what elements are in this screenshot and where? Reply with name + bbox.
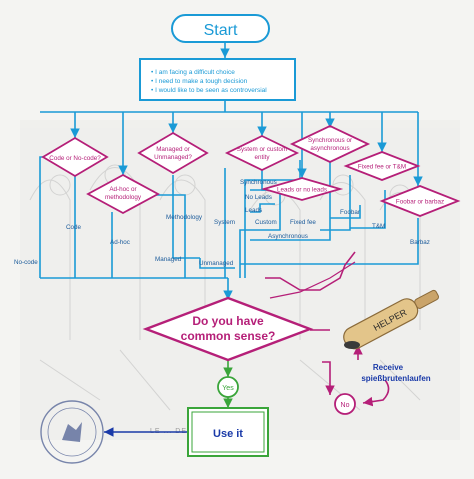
decision-sync-async[interactable]: Synchronous or asynchronous [289, 125, 371, 163]
common-sense-label-2: common sense? [181, 329, 276, 343]
option-tm: T&M [372, 223, 385, 230]
decision-managed-unmanaged[interactable]: Managed or Unmanaged? [137, 131, 209, 175]
use-it-node[interactable]: Use it [187, 407, 269, 457]
decision-fixed-fee-label: Fixed fee or T&M [358, 164, 406, 171]
intro-bullet-3: • I would like to be seen as controversi… [151, 87, 267, 94]
decision-adhoc-label-2: methodology [105, 194, 142, 201]
use-it-label: Use it [213, 428, 243, 440]
decision-adhoc-methodology[interactable]: Ad-hoc or methodology [86, 173, 160, 215]
option-leads: Leads [245, 207, 262, 214]
option-system: System [214, 219, 235, 226]
option-methodology: Methodology [166, 214, 203, 221]
option-no-code: No-code [14, 259, 38, 266]
option-code: Code [66, 224, 82, 231]
decision-sync-label-2: asynchronous [310, 145, 349, 152]
option-foobar: Foobar [340, 209, 360, 216]
no-label: No [341, 402, 350, 409]
decision-sync-label-1: Synchronous or [308, 137, 352, 144]
decision-code-or-nocode[interactable]: Code or No-code? [41, 136, 109, 178]
intro-bullet-2: • I need to make a tough decision [151, 78, 248, 85]
option-barbaz: Barbaz [410, 239, 430, 246]
decision-leads-label: Leads or no leads [277, 187, 327, 194]
option-labels: No-code Code Ad-hoc Methodology Managed … [14, 179, 430, 267]
option-ad-hoc: Ad-hoc [110, 239, 130, 246]
decision-system-custom[interactable]: System or custom entity [224, 134, 300, 172]
decision-system-label-1: System or custom [237, 146, 287, 153]
no-node[interactable]: No [334, 393, 356, 415]
decision-foobar-label: Foobar or barbaz [396, 199, 444, 206]
option-synchronous: Synchronous [240, 179, 277, 186]
option-asynchronous: Asynchronous [268, 233, 308, 240]
option-unmanaged: Unmanaged [199, 260, 234, 267]
common-sense-label-1: Do you have [192, 314, 264, 328]
receive-label-1: Receive [373, 363, 404, 372]
intro-box: • I am facing a difficult choice • I nee… [139, 58, 296, 101]
decision-managed-label-2: Unmanaged? [154, 154, 192, 161]
start-node[interactable]: Start [171, 14, 270, 43]
intro-bullet-1: • I am facing a difficult choice [151, 69, 235, 76]
decision-system-label-2: entity [254, 154, 270, 161]
decision-managed-label-1: Managed or [156, 146, 190, 153]
decision-adhoc-label-1: Ad-hoc or [109, 186, 136, 193]
tipsters-stamp-icon [40, 400, 104, 464]
option-custom: Custom [255, 219, 277, 226]
receive-label-2: spießbrutenlaufen [361, 374, 430, 383]
green-connectors [104, 360, 233, 437]
yes-label: Yes [222, 385, 234, 392]
decision-code-label: Code or No-code? [49, 155, 101, 162]
option-fixed-fee: Fixed fee [290, 219, 316, 226]
start-label: Start [204, 22, 238, 39]
decision-fixed-fee[interactable]: Fixed fee or T&M [343, 151, 421, 181]
magenta-connectors [265, 251, 390, 407]
option-managed: Managed [155, 256, 182, 263]
yes-node[interactable]: Yes [217, 376, 239, 398]
option-no-leads: No Leads [245, 194, 272, 201]
decision-foobar-barbaz[interactable]: Foobar or barbaz [379, 185, 461, 217]
decision-leads-noleads[interactable]: Leads or no leads [260, 177, 344, 201]
decision-common-sense[interactable]: Do you have common sense? [142, 296, 314, 362]
